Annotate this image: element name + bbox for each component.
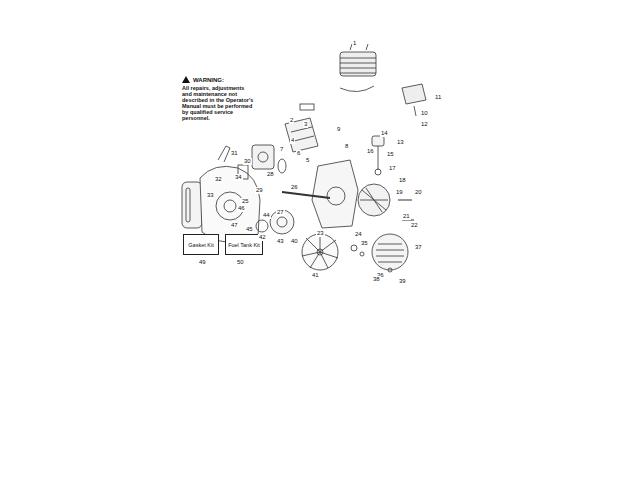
- callout-number: 21: [402, 213, 411, 220]
- callout-number: 40: [290, 238, 299, 245]
- callout-number: 26: [290, 184, 299, 191]
- callout-number: 27: [276, 209, 285, 216]
- callout-number: 41: [311, 272, 320, 279]
- callout-number: 15: [386, 151, 395, 158]
- callout-number: 50: [236, 259, 245, 266]
- callout-number: 38: [372, 276, 381, 283]
- callout-number: 14: [380, 130, 389, 137]
- callout-number: 30: [243, 158, 252, 165]
- callout-number: 10: [420, 110, 429, 117]
- callout-number: 7: [279, 146, 284, 153]
- callout-number: 11: [434, 94, 442, 101]
- callout-number: 16: [366, 148, 375, 155]
- callout-number: 5: [305, 157, 310, 164]
- callout-number: 13: [396, 139, 405, 146]
- callout-number: 23: [316, 230, 325, 237]
- kit-label: Gasket Kit: [188, 242, 213, 248]
- callout-number: 4: [290, 137, 295, 144]
- callout-number: 25: [241, 198, 250, 205]
- callout-number: 20: [414, 189, 423, 196]
- callout-number: 49: [198, 259, 207, 266]
- callout-number: 37: [414, 244, 423, 251]
- callout-number: 19: [395, 189, 404, 196]
- callout-number: 22: [410, 222, 419, 229]
- callout-number: 35: [360, 240, 369, 247]
- callout-number: 43: [276, 238, 285, 245]
- callout-number: 29: [255, 187, 264, 194]
- callout-number: 24: [354, 231, 363, 238]
- callout-number: 12: [420, 121, 429, 128]
- callout-number: 1: [352, 40, 357, 47]
- callout-number: 46: [237, 205, 246, 212]
- callout-number: 31: [230, 150, 239, 157]
- warning-text: All repairs, adjustments and maintenance…: [181, 85, 255, 121]
- callout-number: 44: [262, 212, 271, 219]
- callout-number: 2: [289, 117, 294, 124]
- callout-number: 39: [398, 278, 407, 285]
- callout-number: 34: [234, 174, 243, 181]
- kit-box: Gasket Kit: [183, 234, 219, 255]
- callout-number: 6: [296, 150, 301, 157]
- callout-number: 8: [344, 143, 349, 150]
- kit-label: Fuel Tank Kit: [228, 242, 260, 248]
- warning-heading: WARNING:: [192, 77, 225, 84]
- callout-number: 32: [214, 176, 223, 183]
- callout-number: 3: [303, 121, 308, 128]
- callout-number: 47: [230, 222, 239, 229]
- callout-number: 45: [245, 226, 254, 233]
- callout-number: 18: [398, 177, 407, 184]
- callout-number: 42: [258, 234, 267, 241]
- callout-number: 28: [266, 171, 275, 178]
- callout-number: 33: [206, 192, 215, 199]
- callout-number: 17: [388, 165, 397, 172]
- callout-number: 9: [336, 126, 341, 133]
